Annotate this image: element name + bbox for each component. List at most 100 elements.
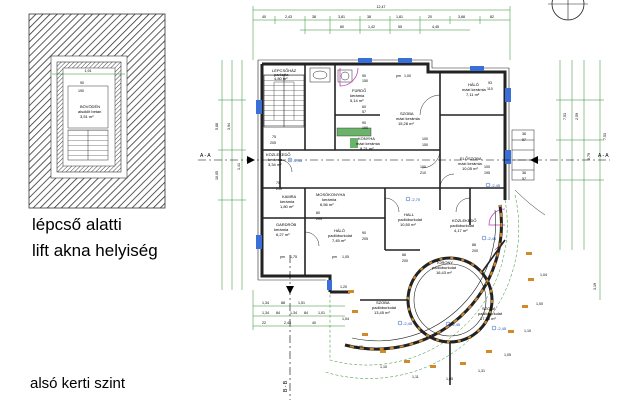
section-line-aa — [198, 156, 610, 164]
dim-text: 88 — [281, 301, 285, 305]
opening-label: 90 190 — [362, 121, 368, 130]
caption-floor-name: alsó kerti szint — [30, 375, 126, 392]
section-label-left: A - A — [200, 153, 211, 159]
room-floor: mázi kerámia — [396, 116, 421, 121]
dim-text: 1,34 — [262, 301, 269, 305]
kitchen-counter — [336, 127, 372, 148]
room-floor: padlóburkolat — [328, 233, 353, 238]
opening-width: pm — [280, 255, 285, 259]
room-area: 17,33 m² — [480, 316, 496, 321]
level-marker: -2,45 — [397, 320, 413, 326]
dim-right-4: 7,53 — [603, 133, 607, 140]
room-floor: padlóburkolat — [450, 223, 475, 228]
opening-label: 90 150 — [362, 74, 368, 83]
room-name: KAMRA — [282, 194, 297, 199]
room-area: 6,56 m² — [320, 202, 334, 207]
opening-label: 88 200 — [472, 243, 478, 253]
room-name: MOSÓKONYHA — [316, 192, 345, 197]
room-area: 13,45 m² — [374, 310, 390, 315]
room-floor: kerámia — [350, 93, 365, 98]
interior-walls — [262, 64, 505, 276]
room-area: 5,14 m² — [350, 98, 364, 103]
opening-height: 195 — [484, 171, 490, 175]
room-area: 8,21 m² — [360, 146, 374, 151]
room-label: KÖZLEKEDŐ kerámia 3,34 m² — [266, 152, 290, 167]
inset-room-floor: alsóklit betan — [78, 109, 101, 114]
inset-dim-top: 1,91 — [85, 69, 92, 73]
dim-text: 1,01 — [318, 311, 325, 315]
room-label: KAMRA kerámia 1,80 m² — [280, 194, 297, 209]
room-label: HÁLÓ padlóburkolat 7,45 m² — [328, 228, 353, 243]
opening-label: 66 200 — [402, 253, 408, 263]
dim-text: 1,20 — [340, 285, 347, 289]
dim-left-4: 10,05 — [215, 171, 219, 180]
dim-text: 22 — [262, 321, 266, 325]
room-floor: kerámia — [322, 197, 337, 202]
level-marker: -2,70 — [405, 196, 421, 202]
level-marker: -2,45 — [481, 235, 497, 241]
dim-text: 1,10 — [380, 365, 387, 369]
dim-text: 82 — [490, 15, 494, 19]
room-name: TORONY — [436, 260, 453, 265]
dim-text: 20 — [428, 15, 432, 19]
opening-label: 60 57 — [362, 105, 366, 114]
room-label: KONYHA mázi kerámia 8,21 m² — [356, 136, 381, 151]
tower-structure — [324, 194, 520, 385]
level-marker: -2,45 — [287, 157, 303, 163]
room-label: GARDRÓB kerámia 6,27 m² — [274, 222, 297, 237]
wall-outlines — [257, 59, 510, 281]
level-markers: -2,45 -2,45 -2,70 -2,45 -2,45 -2,45 — [287, 157, 507, 331]
opening-height: 150 — [362, 79, 368, 83]
dim-right-2: 2,59 — [575, 113, 579, 120]
opening-label: 80 205 — [316, 211, 322, 221]
level-text: -2,45 — [491, 183, 501, 188]
room-label: SZOBA padlóburkolat 17,33 m² — [478, 306, 503, 321]
room-label: MOSÓKONYHA kerámia 6,56 m² — [316, 192, 345, 207]
level-text: -2,45 — [403, 321, 413, 326]
room-area: 10,50 m² — [400, 222, 416, 227]
opening-width: pm — [396, 74, 401, 78]
dim-right-1: 7,53 — [563, 113, 567, 120]
room-area: 6,27 m² — [276, 232, 290, 237]
dim-text: 1,31 — [478, 369, 485, 373]
section-label-bottom: B - B — [283, 380, 289, 392]
room-name: HÁLÓ — [334, 228, 345, 233]
dim-text: 40 — [312, 321, 316, 325]
section-label-right: A - A — [598, 153, 609, 159]
dim-right-3: 6,79 — [587, 153, 591, 160]
bottom-dimension-lines — [252, 290, 345, 330]
dim-text: 1,05 — [446, 377, 453, 381]
bathroom-fixtures — [309, 67, 353, 83]
caption-line-2: lift akna helyiség — [32, 241, 158, 260]
opening-height: 190 — [362, 126, 368, 130]
dim-left-1: 5,88 — [215, 123, 219, 130]
room-floor: mázi kerámia — [356, 141, 381, 146]
opening-height: 210 — [420, 171, 426, 175]
opening-width: 93 — [488, 81, 492, 85]
room-area: 4,17 m² — [454, 228, 468, 233]
staircase — [263, 74, 305, 128]
opening-height: 205 — [362, 237, 368, 241]
opening-height: 200 — [472, 249, 478, 253]
dim-text: 1,04 — [342, 317, 349, 321]
opening-width: 100 — [420, 165, 426, 169]
level-marker: -2,45 — [445, 321, 461, 327]
tile-markers — [348, 252, 534, 368]
inset-lift-shaft: 1,91 90 190 BÖVÖDÉN alsóklit betan 3,51 … — [28, 13, 166, 209]
room-floor: padlóburkolat — [398, 217, 423, 222]
dim-text: 1,10 — [524, 329, 531, 333]
opening-label: pm 1,00 — [396, 74, 411, 78]
dim-overall-width: 12,47 — [377, 5, 386, 9]
opening-width: 90 — [362, 121, 366, 125]
room-name: KÖZLEKEDŐ — [266, 152, 290, 157]
dim-text: 1,04 — [540, 273, 547, 277]
opening-label: 36 57 — [522, 171, 526, 181]
opening-label: 100 210 — [420, 165, 426, 175]
section-line-bb — [286, 255, 294, 400]
dim-text: 1,05 — [504, 353, 511, 357]
level-text: -2,45 — [293, 158, 303, 163]
main-plan: 12,47 40 2,43 38 3,81 38 1,81 20 3,68 82… — [198, 0, 610, 400]
opening-height: 110 — [487, 87, 493, 91]
inset-room-name: BÖVÖDÉN — [80, 104, 100, 109]
